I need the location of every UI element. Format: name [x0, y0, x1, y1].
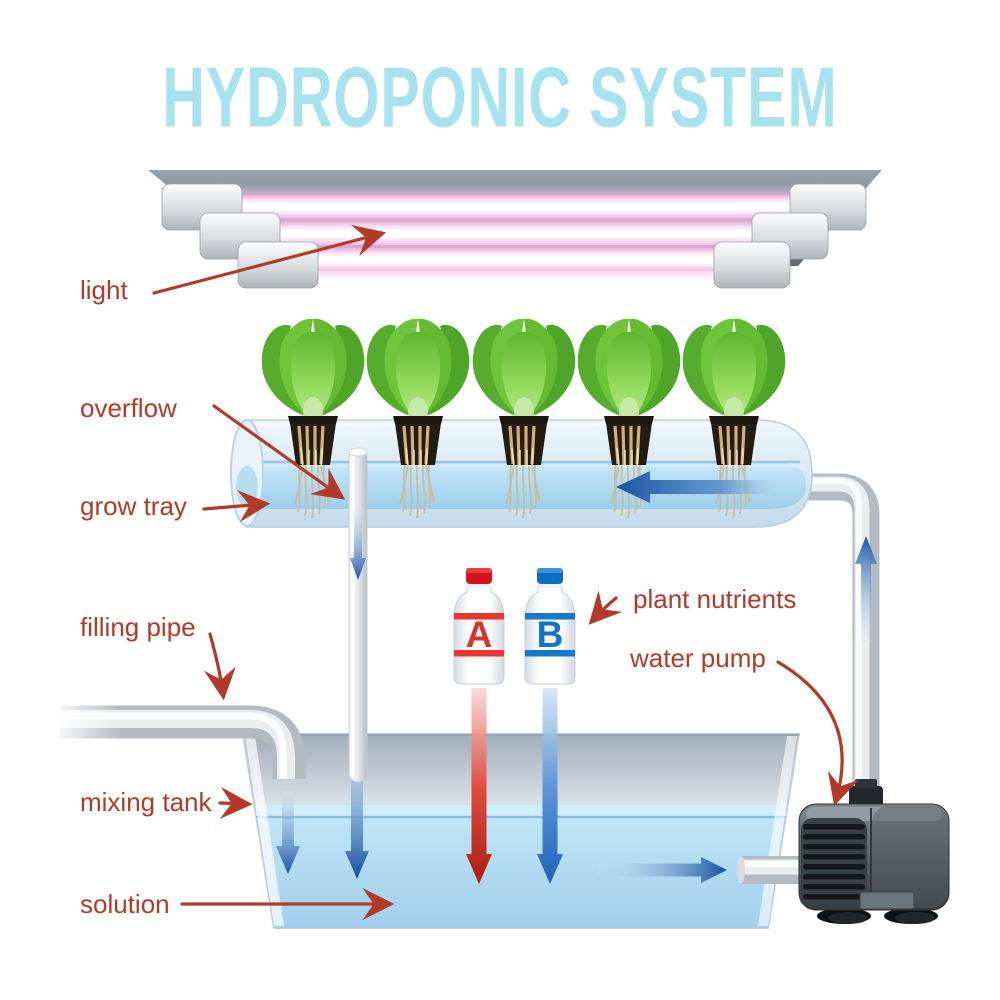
return-pipe — [802, 473, 880, 798]
bottle-a-letter: A — [466, 614, 493, 655]
label-plant-nutrients: plant nutrients — [633, 584, 797, 614]
label-arrow-grow-tray — [202, 490, 271, 523]
overflow-pipe — [348, 447, 368, 783]
label-arrows — [152, 224, 859, 920]
flow-arrow-tray-left — [616, 471, 788, 503]
label-arrow-light — [152, 224, 387, 295]
label-light: light — [80, 275, 128, 305]
light-tube-caps — [161, 183, 867, 289]
nutrient-bottle-b: B — [524, 568, 576, 685]
flow-stream-nutrient-a — [466, 688, 492, 884]
nutrient-bottle-a: A — [453, 568, 505, 685]
label-arrow-plant-nutrients — [588, 590, 623, 625]
label-filling-pipe: filling pipe — [80, 612, 196, 642]
pump-vents — [803, 824, 865, 900]
label-solution: solution — [80, 889, 170, 919]
grow-light — [148, 170, 882, 289]
label-arrow-overflow — [212, 404, 346, 500]
label-arrow-filling-pipe — [203, 632, 236, 701]
flow-arrow-to-pump — [597, 857, 727, 883]
label-arrow-water-pump — [776, 660, 859, 807]
mixing-tank — [241, 733, 801, 929]
bottle-b-letter: B — [537, 614, 564, 655]
water-pump — [798, 779, 950, 924]
flow-arrow-pipe-up — [855, 536, 877, 642]
filling-pipe — [52, 700, 306, 779]
flow-stream-nutrient-b — [537, 688, 563, 884]
page-title: HYDROPONIC SYSTEM — [162, 50, 838, 146]
label-mixing-tank: mixing tank — [80, 787, 212, 817]
light-tubes — [226, 195, 820, 271]
label-overflow: overflow — [80, 393, 177, 423]
flow-arrow-overflow-down — [345, 780, 369, 879]
pump-inlet-pipe — [737, 856, 806, 884]
label-water-pump: water pump — [630, 643, 766, 673]
flow-arrow-filling-down — [276, 790, 300, 874]
label-arrow-mixing-tank — [218, 787, 253, 820]
label-grow-tray: grow tray — [80, 491, 187, 521]
flow-arrow-overflow-inside — [350, 506, 366, 580]
